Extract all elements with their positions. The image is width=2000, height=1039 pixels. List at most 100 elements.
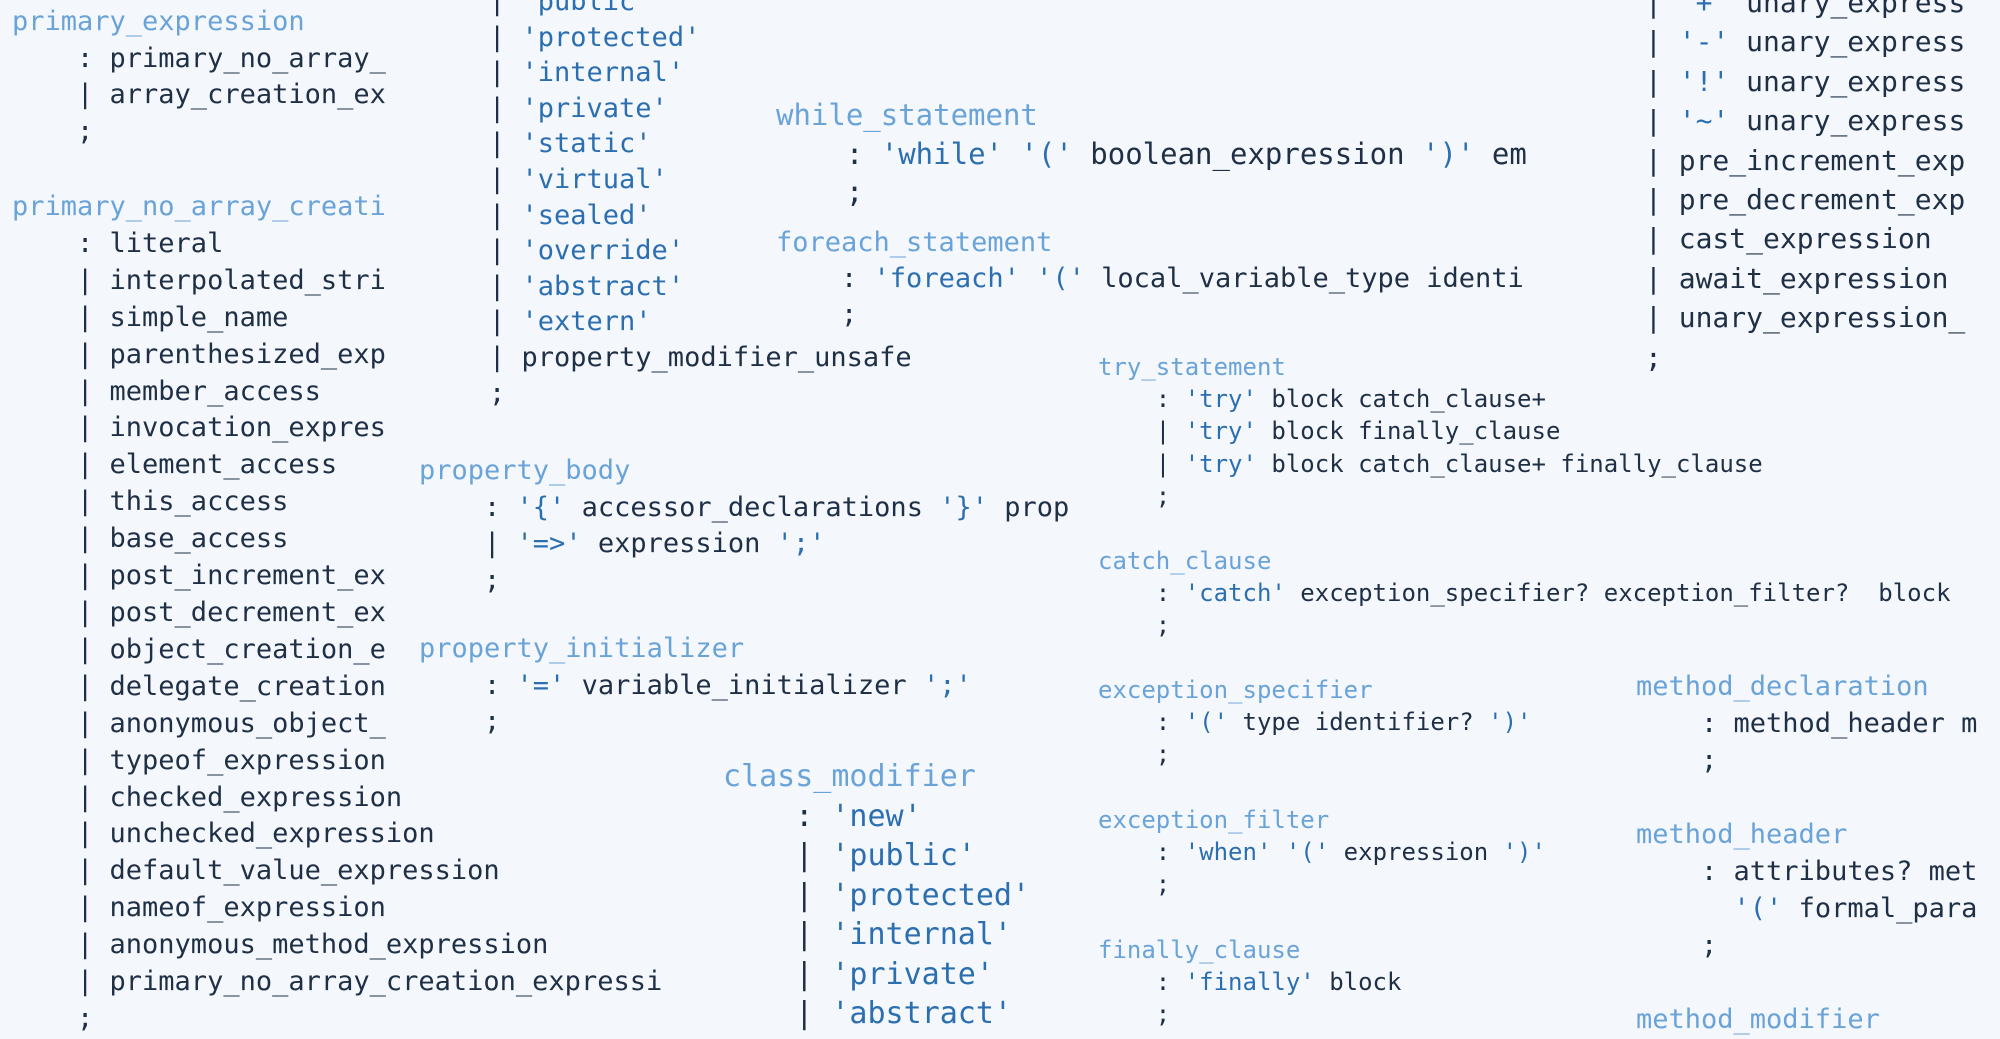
production-line: | pre_increment_exp [1645,143,1966,177]
production-line: | primary_no_array_creation_expressi [12,966,663,998]
grammar-rule-method-declaration: method_declaration : method_header m ; [1636,668,2000,779]
grammar-rule-class-modifier: class_modifier : 'new' | 'public' | 'pro… [723,757,1143,1039]
production-line: | unchecked_expression [12,818,435,850]
production-line: | 'internal' [723,917,1012,952]
production-line: | property_modifier_unsafe [489,341,912,373]
production-line: | nameof_expression [12,892,386,924]
production-line: ; [489,377,506,409]
rule-name: exception_specifier [1098,676,1373,704]
production-line: : 'while' '(' boolean_expression ')' em [776,136,1527,171]
production-line: | delegate_creation [12,670,386,702]
grammar-rule-catch-clause: catch_clause : 'catch' exception_specifi… [1098,545,2000,642]
production-line: | '-' unary_express [1645,25,1966,59]
grammar-rule-method-modifier: method_modifier [1636,1001,2000,1038]
production-line: ; [1098,1000,1171,1029]
rule-name: primary_expression [12,6,305,37]
production-line: : '(' type identifier? ')' [1098,708,1532,737]
production-line: ; [1098,481,1171,510]
production-line: | '!' unary_express [1645,64,1966,98]
production-line: : 'new' [723,798,922,834]
production-line: | 'private' [723,956,994,992]
production-line: ; [1098,870,1171,899]
production-line: | 'static' [489,128,652,160]
production-line: | array_creation_ex [12,79,386,110]
production-line: : '{' accessor_declarations '}' prop [419,491,1070,523]
grammar-rule-primary-no-array-creation: primary_no_array_creati : literal | inte… [12,189,710,1038]
production-line: | member_access [12,375,321,407]
production-line: | parenthesized_exp [12,338,386,370]
production-line: : 'foreach' '(' local_variable_type iden… [776,263,1524,294]
grammar-rule-while-statement: while_statement : 'while' '(' boolean_ex… [776,96,1560,212]
grammar-rule-method-header: method_header : attributes? met '(' form… [1636,816,2000,964]
production-line: : method_header m [1636,708,1978,739]
production-line: | '~' unary_express [1645,104,1966,138]
production-line: | simple_name [12,301,289,333]
grammar-rule-exception-specifier: exception_specifier : '(' type identifie… [1098,674,1678,771]
production-line: | 'override' [489,235,685,267]
production-line: | cast_expression [1645,222,1932,256]
production-line: ; [1636,930,1718,961]
production-line: | 'protected' [489,21,701,53]
production-line: | post_decrement_ex [12,596,386,628]
production-line: | 'private' [489,92,668,124]
production-line: | '+' unary_express [1645,0,1966,19]
production-line: | 'sealed' [723,1034,1143,1039]
production-line: | 'sealed' [489,199,652,231]
rule-name: catch_clause [1098,547,1272,575]
production-line: | 'virtual' [489,163,668,195]
production-line: ; [12,115,94,147]
production-line: : 'try' block catch_clause+ [1098,385,1546,414]
rule-name: method_header [1636,819,1848,850]
production-line: | element_access [12,449,338,481]
grammar-rule-property-modifier: | 'public' | 'protected' | 'internal'| 'pr… [489,0,929,411]
production-line: | 'extern' [489,306,652,338]
production-line: ; [419,706,501,737]
rule-name: foreach_statement [776,227,1053,258]
grammar-rule-try-statement: try_statement : 'try' block catch_clause… [1098,351,2000,512]
production-line: ; [1645,340,1662,374]
production-line: | invocation_expres [12,412,386,444]
production-line: | '=>' expression ';' [419,528,826,559]
production-line: | 'internal' [489,57,685,89]
production-line: | base_access [12,523,289,555]
grammar-rule-exception-filter: exception_filter : 'when' '(' expression… [1098,804,1678,901]
production-line: : 'catch' exception_specifier? exception… [1098,579,1951,608]
production-line: ; [1636,745,1718,776]
production-line: : '=' variable_initializer ';' [419,669,972,701]
production-line: '(' formal_para [1733,893,1978,924]
production-line: | pre_decrement_exp [1645,183,1966,217]
grammar-rule-primary-expression: primary_expression : primary_no_array_ |… [12,4,404,150]
production-line: | anonymous_method_expression [12,929,549,961]
production-line: | object_creation_e [12,633,386,665]
rule-name: try_statement [1098,353,1286,381]
production-line: | unary_expression_ [1645,301,1966,335]
rule-name: method_declaration [1636,671,1929,702]
grammar-rule-unary-expression: | '+' unary_express | '-' unary_express | … [1645,0,2000,377]
production-line: ; [419,564,501,596]
production-line: | interpolated_stri [12,264,386,296]
production-line: | 'public' [489,0,652,17]
production-line: : literal [12,227,224,259]
production-line: | 'try' block catch_clause+ finally_clau… [1098,449,1763,478]
production-line: | default_value_expression [12,855,500,887]
rule-name: while_statement [776,98,1038,132]
production-line: | post_increment_ex [12,560,386,592]
rule-name: class_modifier [723,759,976,794]
production-line: | checked_expression [12,781,403,813]
production-line: : primary_no_array_ [12,42,386,74]
production-line: ; [1098,740,1171,769]
production-line: | 'protected' [723,877,1031,913]
production-line: ; [1098,611,1171,640]
production-line: : attributes? met [1636,856,1978,887]
production-line: : 'finally' block [1098,968,1402,997]
rule-name: primary_no_array_creati [12,191,386,222]
grammar-rule-property-body: property_body : '{' accessor_declaration… [419,453,1087,599]
production-line: : 'when' '(' expression ')' [1098,838,1546,867]
production-line: ; [12,1002,94,1034]
production-line: | 'public' [723,838,976,873]
production-line: | await_expression [1645,261,1949,295]
grammar-rule-finally-clause: finally_clause : 'finally' block ; [1098,934,1678,1031]
production-line: | 'abstract' [723,996,1012,1031]
rule-name: property_body [419,455,631,486]
